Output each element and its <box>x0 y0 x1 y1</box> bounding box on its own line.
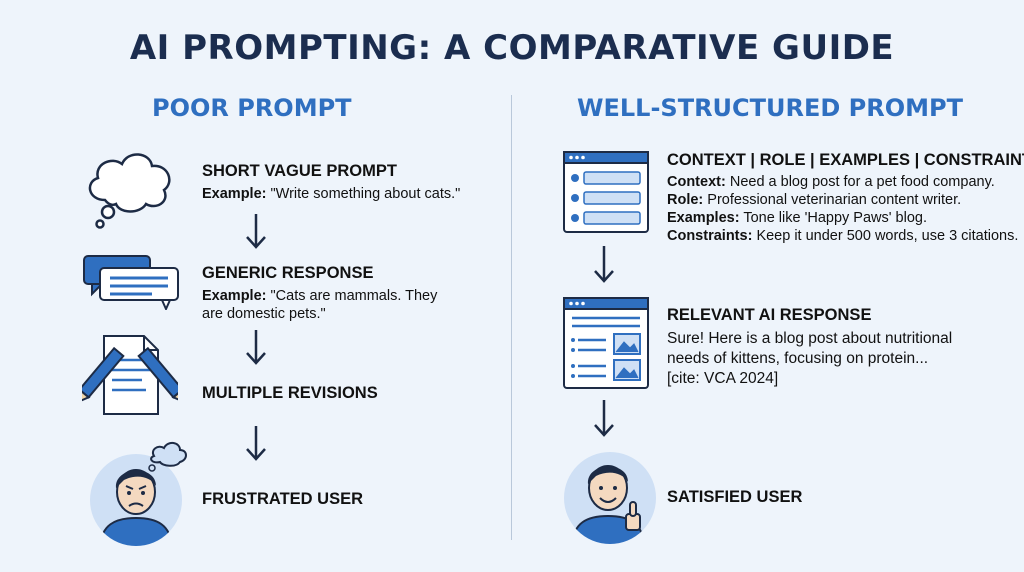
examples-label: Examples: <box>667 210 740 226</box>
page-title: AI PROMPTING: A COMPARATIVE GUIDE <box>129 28 895 68</box>
document-pencils-icon <box>82 335 178 415</box>
chat-bubbles-icon <box>83 255 179 310</box>
examples-text: Tone like 'Happy Paws' blog. <box>743 210 927 226</box>
response-line: needs of kittens, focusing on protein... <box>667 350 929 367</box>
constraints-label: Constraints: <box>667 228 753 244</box>
structured-form-icon <box>563 151 649 233</box>
response-line: Sure! Here is a blog post about nutritio… <box>667 330 953 347</box>
step-generic-response: GENERIC RESPONSE Example: "Cats are mamm… <box>202 264 437 323</box>
example-text: "Write something about cats." <box>270 186 461 202</box>
down-arrow-icon <box>246 214 266 249</box>
frustrated-user-avatar-icon <box>90 442 187 546</box>
step-relevant-ai-response: RELEVANT AI RESPONSE Sure! Here is a blo… <box>667 306 952 389</box>
column-divider <box>511 95 512 540</box>
webpage-response-icon <box>563 297 649 389</box>
context-text: Need a blog post for a pet food company. <box>729 174 995 190</box>
example-label: Example: <box>202 186 267 202</box>
role-text: Professional veterinarian content writer… <box>707 192 962 208</box>
response-citation: [cite: VCA 2024] <box>667 370 779 387</box>
example-text: "Cats are mammals. They <box>270 288 438 304</box>
step-title: SHORT VAGUE PROMPT <box>202 162 397 180</box>
thought-cloud-icon <box>88 153 171 229</box>
step-title: CONTEXT | ROLE | EXAMPLES | CONSTRAINTS <box>667 151 1024 169</box>
step-title: RELEVANT AI RESPONSE <box>667 306 872 324</box>
satisfied-user-avatar-icon <box>564 452 656 544</box>
example-text-cont: are domestic pets." <box>202 306 326 322</box>
step-title: SATISFIED USER <box>667 488 803 506</box>
step-structured-prompt: CONTEXT | ROLE | EXAMPLES | CONSTRAINTS … <box>667 151 1024 245</box>
step-satisfied-user: SATISFIED USER <box>667 488 802 511</box>
down-arrow-icon <box>246 330 266 365</box>
poor-prompt-heading: POOR PROMPT <box>152 94 352 122</box>
step-title: MULTIPLE REVISIONS <box>202 384 378 402</box>
down-arrow-icon <box>594 400 614 437</box>
role-label: Role: <box>667 192 704 208</box>
down-arrow-icon <box>246 426 266 461</box>
down-arrow-icon <box>594 246 614 283</box>
step-title: GENERIC RESPONSE <box>202 264 374 282</box>
step-frustrated-user: FRUSTRATED USER <box>202 490 363 513</box>
step-multiple-revisions: MULTIPLE REVISIONS <box>202 384 378 407</box>
well-structured-prompt-heading: WELL-STRUCTURED PROMPT <box>577 94 963 122</box>
example-label: Example: <box>202 288 267 304</box>
step-title: FRUSTRATED USER <box>202 490 364 508</box>
context-label: Context: <box>667 174 726 190</box>
constraints-text: Keep it under 500 words, use 3 citations… <box>756 228 1019 244</box>
step-short-vague-prompt: SHORT VAGUE PROMPT Example: "Write somet… <box>202 162 460 203</box>
